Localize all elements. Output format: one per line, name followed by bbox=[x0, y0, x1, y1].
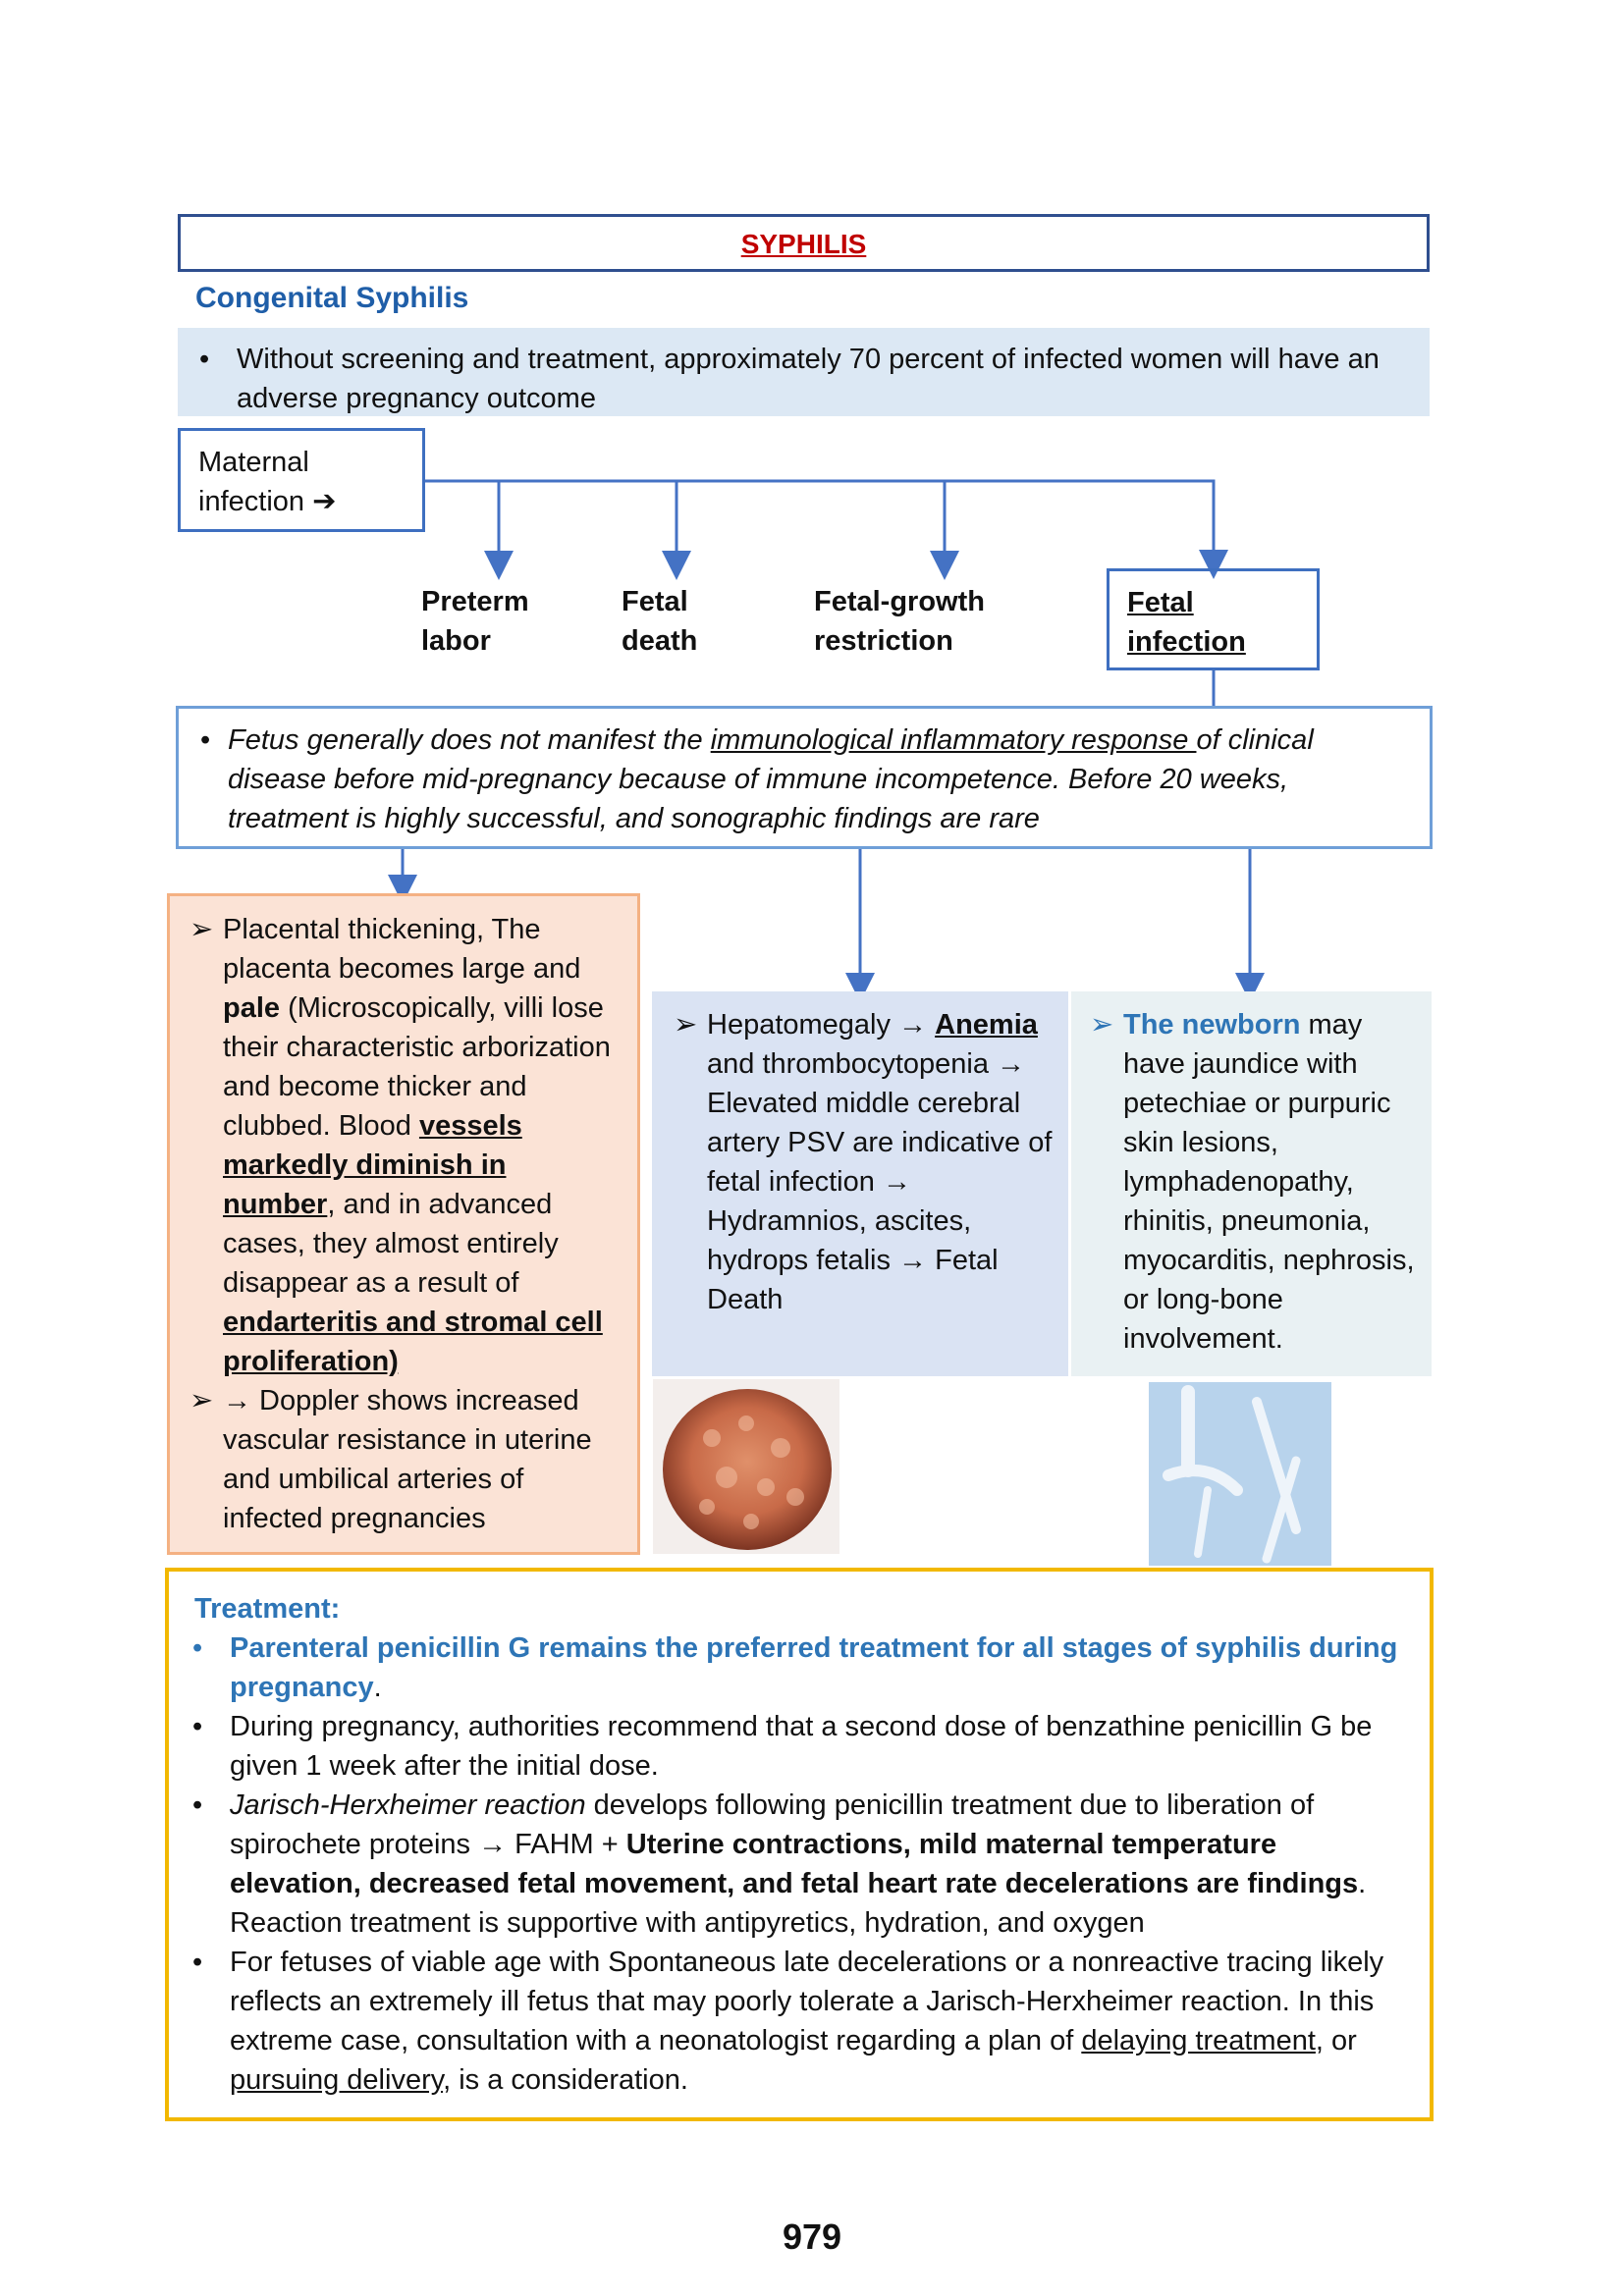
bullet-icon: • bbox=[192, 1789, 203, 1821]
outcome-fetal-death: Fetal death bbox=[622, 582, 697, 661]
bullet-icon: • bbox=[192, 1632, 203, 1664]
intro-bullet-text: Without screening and treatment, approxi… bbox=[237, 344, 1380, 414]
treatment-b3-text-b: . Reaction treatment is supportive with … bbox=[230, 1868, 1367, 1939]
page-number: 979 bbox=[782, 2216, 842, 2257]
outcome-fetal-growth-restriction: Fetal-growth restriction bbox=[814, 582, 985, 661]
treatment-item-1: • Parenteral penicillin G remains the pr… bbox=[192, 1629, 1404, 1707]
arrowhead-bullet-icon: ➢ bbox=[189, 1385, 214, 1416]
immune-text-2: of clinical disease before mid-pregnancy… bbox=[228, 724, 1314, 834]
bullet-icon: • bbox=[199, 344, 210, 375]
page-title: SYPHILIS bbox=[740, 229, 867, 259]
newborn-item: ➢ The newborn may have jaundice with pet… bbox=[1090, 1005, 1424, 1359]
newborn-findings-box: ➢ The newborn may have jaundice with pet… bbox=[1071, 991, 1432, 1376]
immune-text-underlined: immunological inflammatory response bbox=[710, 724, 1197, 756]
placenta-photo bbox=[653, 1379, 839, 1554]
placenta-text-underlined-1: vessels markedly diminish in number bbox=[223, 1110, 522, 1220]
treatment-b3-text-a: develops following penicillin treatment … bbox=[230, 1789, 1315, 1860]
intro-bullet-box: • Without screening and treatment, appro… bbox=[178, 328, 1430, 416]
arrowhead-bullet-icon: ➢ bbox=[189, 914, 214, 945]
fetal-findings-item: ➢ Hepatomegaly → Anemia and thrombocytop… bbox=[674, 1005, 1058, 1319]
placenta-text-3: , and in advanced cases, they almost ent… bbox=[223, 1189, 559, 1299]
placenta-doppler-text: → Doppler shows increased vascular resis… bbox=[223, 1385, 592, 1534]
maternal-infection-box: Maternal infection ➔ bbox=[178, 428, 425, 532]
treatment-heading: Treatment: bbox=[194, 1593, 341, 1625]
arrowhead-bullet-icon: ➢ bbox=[1090, 1009, 1114, 1041]
treatment-b4-mid: , or bbox=[1315, 2025, 1357, 2056]
fetal-findings-text-2: and thrombocytopenia → Elevated middle c… bbox=[707, 1048, 1053, 1315]
placenta-item-1: ➢ Placental thickening, The placenta bec… bbox=[189, 910, 620, 1381]
fetal-findings-box: ➢ Hepatomegaly → Anemia and thrombocytop… bbox=[652, 991, 1068, 1376]
treatment-box: Treatment: • Parenteral penicillin G rem… bbox=[165, 1568, 1434, 2121]
placenta-text-bold: pale bbox=[223, 992, 281, 1024]
connector-to-fetal-infection bbox=[425, 479, 1228, 579]
treatment-b3-bold: Uterine contractions, mild maternal temp… bbox=[230, 1829, 1359, 1899]
maternal-line1: Maternal bbox=[198, 447, 309, 478]
treatment-item-3: • Jarisch-Herxheimer reaction develops f… bbox=[192, 1786, 1404, 1943]
bullet-icon: • bbox=[200, 724, 211, 756]
outcome-death-line2: death bbox=[622, 625, 698, 657]
treatment-b4-end: , is a consideration. bbox=[443, 2064, 688, 2096]
subheading: Congenital Syphilis bbox=[195, 282, 469, 314]
outcome-death-line1: Fetal bbox=[622, 586, 688, 617]
treatment-b2-text: During pregnancy, authorities recommend … bbox=[230, 1711, 1373, 1782]
placenta-text-2: (Microscopically, villi lose their chara… bbox=[223, 992, 611, 1142]
xray-image bbox=[1149, 1382, 1331, 1566]
immune-text-1: Fetus generally does not manifest the bbox=[228, 724, 711, 756]
placenta-text-1: Placental thickening, The placenta becom… bbox=[223, 914, 581, 985]
immune-response-box: • Fetus generally does not manifest the … bbox=[176, 706, 1433, 849]
title-box: SYPHILIS bbox=[178, 214, 1430, 272]
placenta-image bbox=[663, 1389, 832, 1550]
maternal-line2: infection ➔ bbox=[198, 486, 337, 517]
outcome-preterm-labor: Preterm labor bbox=[421, 582, 529, 661]
treatment-b1-text: Parenteral penicillin G remains the pref… bbox=[230, 1632, 1398, 1703]
fetal-findings-text-1: Hepatomegaly → bbox=[707, 1009, 936, 1041]
placenta-text-underlined-2: endarteritis and stromal cell proliferat… bbox=[223, 1307, 603, 1377]
outcome-fetal-infection-box: Fetal infection bbox=[1107, 568, 1320, 670]
outcome-preterm-line1: Preterm bbox=[421, 586, 529, 617]
treatment-b4-text-a: For fetuses of viable age with Spontaneo… bbox=[230, 1947, 1384, 2056]
outcome-growth-line2: restriction bbox=[814, 625, 953, 657]
placenta-item-2: ➢ → Doppler shows increased vascular res… bbox=[189, 1381, 620, 1538]
bullet-icon: • bbox=[192, 1947, 203, 1978]
treatment-b4-underlined-2: pursuing delivery bbox=[230, 2064, 444, 2096]
outcome-preterm-line2: labor bbox=[421, 625, 491, 657]
treatment-b3-italic: Jarisch-Herxheimer reaction bbox=[230, 1789, 586, 1821]
treatment-b1-end: . bbox=[373, 1672, 382, 1703]
newborn-lead: The newborn bbox=[1123, 1009, 1301, 1041]
treatment-item-4: • For fetuses of viable age with Spontan… bbox=[192, 1943, 1404, 2100]
arrowhead-bullet-icon: ➢ bbox=[674, 1009, 698, 1041]
outcome-infection-line1: Fetal bbox=[1127, 587, 1194, 618]
newborn-text: may have jaundice with petechiae or purp… bbox=[1123, 1009, 1415, 1355]
placenta-findings-box: ➢ Placental thickening, The placenta bec… bbox=[167, 893, 640, 1555]
outcome-infection-line2: infection bbox=[1127, 626, 1246, 658]
bullet-icon: • bbox=[192, 1711, 203, 1742]
fetal-findings-anemia: Anemia bbox=[935, 1009, 1038, 1041]
long-bone-xray-photo bbox=[1149, 1382, 1331, 1566]
treatment-item-2: • During pregnancy, authorities recommen… bbox=[192, 1707, 1404, 1786]
outcome-growth-line1: Fetal-growth bbox=[814, 586, 985, 617]
treatment-b4-underlined-1: delaying treatment bbox=[1081, 2025, 1316, 2056]
